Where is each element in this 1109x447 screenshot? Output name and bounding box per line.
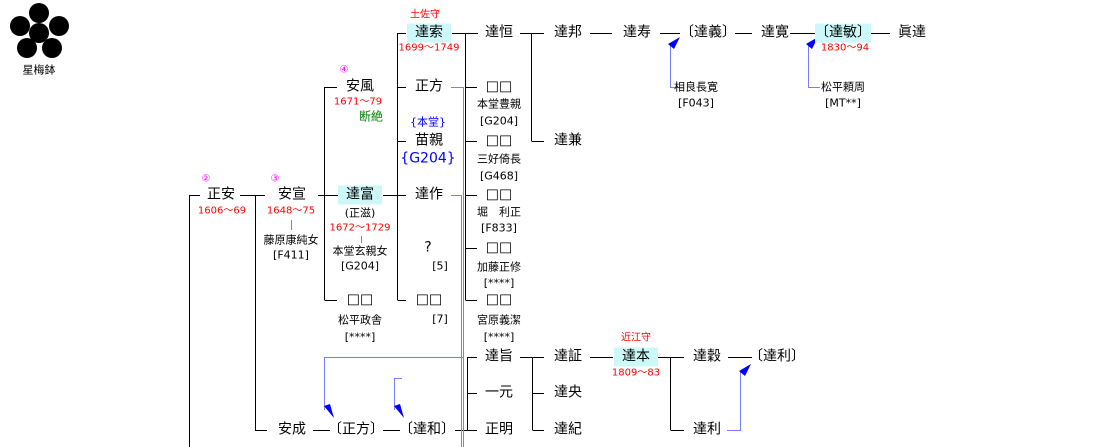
adoption-source: 松平頼周 (821, 80, 865, 94)
spouse: 宮原義潔 (477, 313, 521, 327)
person-masakata-adopted: 〔正方〕 (328, 421, 384, 438)
person-michiyoshi: 〔達義〕 (680, 24, 736, 41)
daughter: □□ (485, 132, 513, 149)
person-michitsune: 達恒 (485, 24, 513, 41)
generation-marker: ④ (339, 64, 349, 76)
person-masayasu: 正安 (207, 186, 235, 203)
family-code: [G204] (479, 114, 519, 128)
person-unknown: □□ (346, 291, 374, 308)
person-michitomi: 達富 (338, 185, 382, 205)
adoption-source: 相良長寛 (674, 80, 718, 94)
family-code: [****] (483, 276, 515, 290)
daughter: □□ (485, 186, 513, 203)
person-michitake: 達穀 (693, 348, 721, 365)
person-yasukaze: 安風 (346, 78, 374, 95)
person-michihisa: 達央 (554, 384, 582, 401)
person-masaaki: 正明 (485, 421, 513, 438)
person-unknown: ? (424, 239, 432, 256)
spouse: 松平政舎 (338, 313, 382, 327)
person-michihiro: 達寛 (761, 24, 789, 41)
daughter: □□ (485, 78, 513, 95)
person-yasunari: 安成 (278, 421, 306, 438)
dates: 1672～1729 (329, 222, 391, 234)
person-michikazu-adopted: 〔達和〕 (399, 421, 455, 438)
family-code: [G468] (479, 169, 519, 183)
spouse: 藤原康純女 (263, 233, 319, 247)
family-code: [G204] (340, 259, 380, 273)
dates: 1606～69 (197, 205, 247, 217)
family-code: [****] (344, 330, 376, 344)
family-code: [F833] (481, 221, 517, 235)
person-michikane: 達兼 (554, 132, 582, 149)
dates: 1671～79 (333, 96, 383, 108)
daughter: □□ (485, 291, 513, 308)
person-michikuni: 達邦 (554, 24, 582, 41)
person-michitoshi: 〔達敏〕 (815, 23, 871, 43)
title: 土佐守 (410, 9, 440, 21)
generation-marker: ③ (270, 173, 280, 185)
person-michitoshi-b: 達利 (693, 421, 721, 438)
spouse: 三好倚長 (477, 152, 521, 166)
person-yasunobu: 安宣 (278, 186, 306, 203)
person-michisaku: 達作 (415, 186, 443, 203)
dates: 1648～75 (266, 205, 316, 217)
person-michimune: 達旨 (485, 348, 513, 365)
daughter: □□ (485, 239, 513, 256)
person-michitoshi-adopted: 〔達利〕 (749, 348, 805, 365)
alt-name: (正滋) (344, 206, 376, 220)
dates: 1809～83 (611, 367, 661, 379)
family-code: {G204} (400, 150, 456, 167)
adoption-arrowheads (324, 37, 818, 418)
note: [7] (432, 312, 448, 326)
dates: 1830～94 (820, 42, 870, 54)
spouse: 堀 利正 (477, 205, 521, 219)
person-kazumoto: 一元 (485, 384, 513, 401)
person-michimoto: 達本 (614, 347, 658, 367)
spouse: 本堂豊親 (477, 97, 521, 111)
person-michinori: 達紀 (554, 421, 582, 438)
spouse: 本堂玄親女 (332, 244, 388, 258)
person-masamichi: 眞達 (898, 24, 926, 41)
person-naechika: 苗親 (415, 132, 443, 149)
family-code: [****] (483, 330, 515, 344)
family-code: [MT**] (825, 96, 861, 110)
person-michitaka: 達索 (407, 23, 451, 43)
house-note: {本堂} (410, 115, 446, 129)
spouse: 加藤正修 (477, 260, 521, 274)
family-code: [F411] (273, 248, 309, 262)
crest-label: 星梅鉢 (22, 63, 56, 77)
note: [5] (432, 259, 448, 273)
family-code: [F043] (678, 96, 714, 110)
title: 近江守 (621, 332, 651, 344)
person-michihisa2: 達寿 (623, 24, 651, 41)
person-michiakashi: 達証 (554, 348, 582, 365)
person-masakata: 正方 (415, 78, 443, 95)
generation-marker: ② (201, 173, 211, 185)
person-unknown: □□ (415, 291, 443, 308)
hoshi-umebachi-crest-icon (10, 3, 69, 58)
extinct-note: 断絶 (358, 109, 384, 124)
dates: 1699～1749 (398, 42, 460, 54)
